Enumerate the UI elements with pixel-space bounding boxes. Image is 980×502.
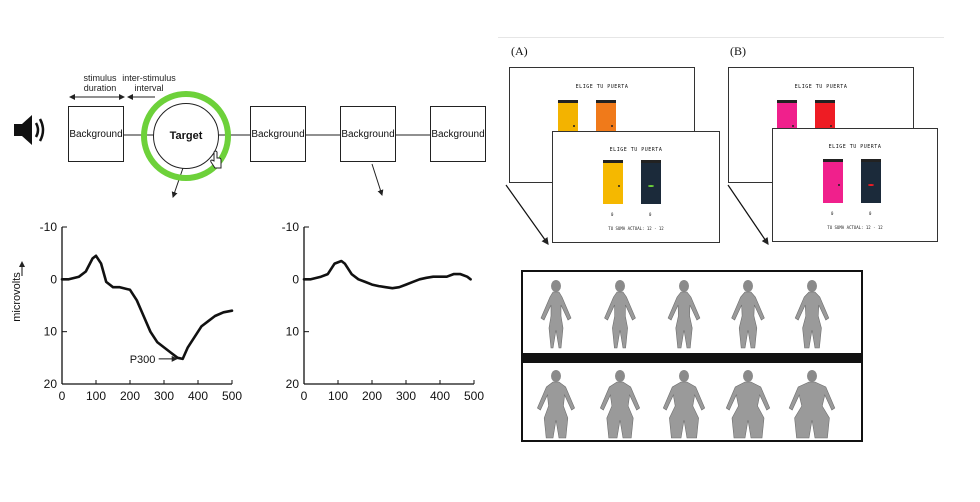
x-tick-label: 400 — [188, 389, 208, 403]
body-figure — [794, 280, 830, 349]
screen-title: ELIGE TU PUERTA — [828, 144, 882, 150]
body-figure — [725, 370, 771, 439]
x-tick-label: 300 — [154, 389, 174, 403]
door-right-score: 0 — [649, 212, 652, 217]
speaker-icon — [14, 115, 45, 145]
x-tick-label: 100 — [86, 389, 106, 403]
x-tick-label: 200 — [120, 389, 140, 403]
body-figure — [604, 280, 636, 349]
x-tick-label: 400 — [430, 389, 450, 403]
y-axis-label: microvolts — [11, 272, 23, 322]
y-tick-label: 20 — [286, 377, 300, 391]
screen-title: ELIGE TU PUERTA — [609, 147, 663, 153]
isi-label: inter-stimulus interval — [122, 73, 176, 93]
y-tick-label: -10 — [40, 220, 58, 234]
door-right — [641, 160, 661, 204]
background-box-3: Background — [340, 106, 396, 162]
body-figure — [662, 370, 706, 439]
door-left-score: 0 — [611, 212, 614, 217]
p300-annotation: P300 — [130, 354, 156, 366]
x-tick-label: 100 — [328, 389, 348, 403]
body-figure — [540, 280, 572, 349]
panel-a-label: (A) — [511, 44, 528, 58]
y-tick-label: 0 — [50, 272, 57, 286]
panel-b-front-screen: ELIGE TU PUERTA 0 0 TU SUMA ACTUAL: 12 ·… — [772, 128, 938, 242]
screen-title: ELIGE TU PUERTA — [575, 84, 629, 90]
body-stimuli-panel — [521, 270, 863, 442]
background-box-2: Background — [250, 106, 306, 162]
x-tick-label: 500 — [222, 389, 242, 403]
y-tick-label: 0 — [292, 272, 299, 286]
body-figure — [537, 370, 575, 439]
background-box-1: Background — [68, 106, 124, 162]
body-figure — [667, 280, 701, 349]
door-right — [861, 159, 881, 203]
y-tick-label: 20 — [44, 377, 58, 391]
screen-footer: TU SUMA ACTUAL: 12 · 12 — [827, 225, 883, 230]
separator-rule — [498, 37, 944, 38]
panel-b-label: (B) — [730, 44, 746, 58]
screen-footer: TU SUMA ACTUAL: 12 · 12 — [608, 226, 664, 231]
y-tick-label: 10 — [286, 325, 300, 339]
door-right-score: 0 — [869, 211, 872, 216]
y-tick-label: -10 — [282, 220, 300, 234]
door-left-score: 0 — [831, 211, 834, 216]
body-figure — [599, 370, 641, 439]
body-figure — [731, 280, 765, 349]
stimulus-duration-label: stimulus duration — [83, 73, 117, 93]
door-left — [823, 159, 843, 203]
hand-click-icon — [210, 150, 222, 169]
target-circle: Target — [153, 103, 219, 169]
body-row-divider — [523, 353, 861, 363]
target-ring — [141, 91, 231, 181]
x-tick-label: 0 — [59, 389, 66, 403]
erp-waveform — [302, 259, 472, 290]
x-tick-label: 300 — [396, 389, 416, 403]
x-tick-label: 0 — [301, 389, 308, 403]
erp-waveform — [60, 254, 234, 361]
background-box-4: Background — [430, 106, 486, 162]
x-tick-label: 500 — [464, 389, 484, 403]
body-figures — [537, 280, 836, 439]
body-figure — [788, 370, 836, 439]
door-left — [603, 160, 623, 204]
screen-title: ELIGE TU PUERTA — [794, 84, 848, 90]
x-tick-label: 200 — [362, 389, 382, 403]
y-tick-label: 10 — [44, 325, 58, 339]
panel-a-front-screen: ELIGE TU PUERTA 0 0 TU SUMA ACTUAL: 12 ·… — [552, 131, 720, 243]
